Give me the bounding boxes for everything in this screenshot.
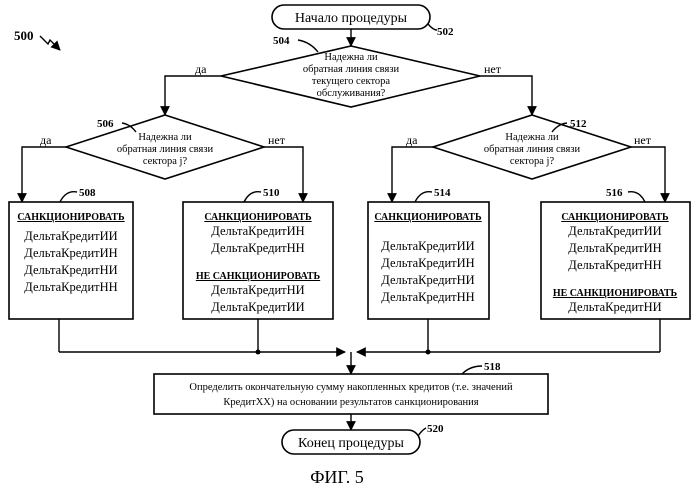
decision-504-ref: 504 (273, 35, 290, 47)
box-516-item-2: ДельтаКредитИН (568, 241, 661, 255)
box-508-ref: 508 (79, 187, 96, 199)
decision-506-ref: 506 (97, 118, 114, 130)
box-514-item-2: ДельтаКредитИН (381, 256, 474, 270)
box-516-item-1: ДельтаКредитИИ (568, 224, 661, 238)
decision-512-line-1: Надежна ли (505, 132, 559, 143)
box-510-heading-2: НЕ САНКЦИОНИРОВАТЬ (196, 271, 321, 282)
box-508-item-1: ДельтаКредитИИ (24, 229, 117, 243)
decision-512-line-2: обратная линия связи (484, 144, 581, 155)
decision-512-line-3: сектора j? (510, 156, 555, 167)
box-514-heading: САНКЦИОНИРОВАТЬ (374, 212, 482, 223)
box-510-item-2: ДельтаКредитНН (211, 241, 304, 255)
junction-dot-514 (426, 350, 431, 355)
decision-506-no-label: нет (268, 133, 286, 147)
connector-504-yes (165, 76, 221, 115)
process-box-518 (154, 374, 548, 414)
decision-512-ref: 512 (570, 118, 587, 130)
box-510-heading-1: САНКЦИОНИРОВАТЬ (204, 212, 312, 223)
box-516-ref: 516 (606, 187, 623, 199)
decision-512-no-label: нет (634, 133, 652, 147)
box-516-heading-1: САНКЦИОНИРОВАТЬ (561, 212, 669, 223)
connector-512-yes (392, 147, 433, 202)
box-516-item-3: ДельтаКредитНН (568, 258, 661, 272)
decision-504-no-label: нет (484, 62, 502, 76)
box-508-heading: САНКЦИОНИРОВАТЬ (17, 212, 125, 223)
box-510-item-4: ДельтаКредитИИ (211, 300, 304, 314)
box-508-item-4: ДельтаКредитНН (24, 280, 117, 294)
decision-506-line-3: сектора j? (143, 156, 188, 167)
box-510-item-1: ДельтаКредитИН (211, 224, 304, 238)
junction-dot-510 (256, 350, 261, 355)
box-510-item-3: ДельтаКредитНИ (211, 283, 304, 297)
decision-504-line-2: обратная линия связи (303, 64, 400, 75)
decision-512-yes-label: да (406, 133, 418, 147)
box-514-item-1: ДельтаКредитИИ (381, 239, 474, 253)
box-508-item-2: ДельтаКредитИН (24, 246, 117, 260)
box-514-item-3: ДельтаКредитНИ (381, 273, 474, 287)
box-518-ref: 518 (484, 361, 501, 373)
decision-504-yes-label: да (195, 62, 207, 76)
box-510-ref: 510 (263, 187, 280, 199)
decision-506-yes-label: да (40, 133, 52, 147)
box-508-item-3: ДельтаКредитНИ (24, 263, 117, 277)
box-518-line-1: Определить окончательную сумму накопленн… (189, 382, 513, 393)
decision-506-line-1: Надежна ли (138, 132, 192, 143)
figure-ref-arrow (40, 36, 60, 50)
box-516-heading-2: НЕ САНКЦИОНИРОВАТЬ (553, 288, 678, 299)
end-label: Конец процедуры (298, 436, 404, 451)
decision-506-line-2: обратная линия связи (117, 144, 214, 155)
box-518-line-2: КредитХХ) на основании результатов санкц… (223, 397, 478, 408)
start-label: Начало процедуры (295, 11, 408, 26)
decision-504-line-4: обслуживания? (317, 88, 386, 99)
box-514-ref: 514 (434, 187, 451, 199)
connector-506-yes (22, 147, 66, 202)
decision-504-line-3: текущего сектора (312, 76, 390, 87)
box-516-item-4: ДельтаКредитНИ (568, 300, 661, 314)
connector-504-no (480, 76, 532, 115)
decision-504-line-1: Надежна ли (324, 52, 378, 63)
figure-caption: ФИГ. 5 (310, 467, 364, 487)
start-ref: 502 (437, 26, 454, 38)
end-ref: 520 (427, 423, 444, 435)
figure-ref-label: 500 (14, 28, 34, 43)
connector-512-no (631, 147, 665, 202)
box-514-item-4: ДельтаКредитНН (381, 290, 474, 304)
